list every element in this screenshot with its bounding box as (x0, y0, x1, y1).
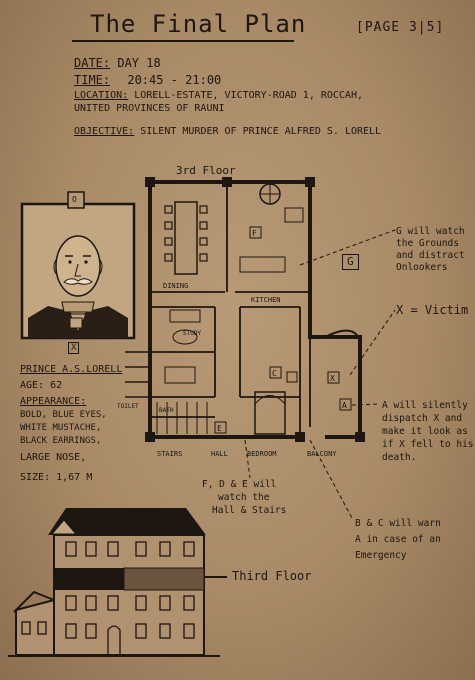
portrait-frame (20, 191, 136, 340)
date-value: DAY 18 (117, 56, 161, 70)
bc-note-2: A in case of an (355, 534, 441, 545)
date-label: DATE: (74, 56, 111, 70)
location-line-2: UNITED PROVINCES OF RAUNI (74, 103, 225, 114)
room-balcony: BALCONY (307, 450, 337, 458)
location-line-1: LORELL-ESTATE, VICTORY-ROAD 1, ROCCAH, (134, 90, 363, 101)
portrait-top-marker: O (72, 195, 77, 204)
g-note: G will watch the Grounds and distract On… (396, 226, 465, 273)
room-study: STUDY (183, 330, 201, 337)
a-note-2: dispatch X and (382, 413, 463, 424)
page-indicator: [PAGE 3|5] (356, 20, 445, 35)
fde-note-3: Hall & Stairs (212, 505, 287, 516)
time-field: TIME: 20:45 - 21:00 (74, 73, 221, 87)
a-note-1: A will silently (382, 400, 468, 411)
room-toilet: TOILET (117, 403, 139, 410)
room-bath: BATH (159, 407, 174, 414)
marker-a: A (342, 401, 347, 410)
location-label: LOCATION: (74, 90, 129, 101)
victim-note: X = Victim (396, 303, 469, 317)
prince-age: AGE: 62 (20, 380, 63, 391)
a-note-3: make it look as (382, 426, 468, 437)
location-field: LOCATION: LORELL-ESTATE, VICTORY-ROAD 1,… (74, 90, 363, 101)
appearance-label: APPEARANCE: (20, 396, 87, 407)
objective-field: OBJECTIVE: SILENT MURDER OF PRINCE ALFRE… (74, 126, 381, 137)
room-kitchen: KITCHEN (251, 296, 281, 304)
g-grounds-marker: G (342, 254, 359, 270)
a-note-4: if X fell to his (382, 439, 474, 450)
date-field: DATE: DAY 18 (74, 56, 161, 70)
title-underline (72, 40, 294, 42)
marker-x: X (330, 374, 335, 383)
appearance-line-2: WHITE MUSTACHE, (20, 423, 102, 433)
prince-badge: X (68, 342, 80, 354)
prince-size: SIZE: 1,67 m (20, 472, 93, 483)
marker-c: C (272, 369, 277, 378)
time-label: TIME: (74, 73, 111, 87)
third-floor-label: Third Floor (232, 569, 312, 583)
room-stairs: STAIRS (157, 450, 182, 458)
appearance-line-4: LARGE NOSE, (20, 452, 87, 463)
time-value: 20:45 - 21:00 (127, 73, 222, 87)
appearance-line-1: BOLD, BLUE EYES, (20, 410, 107, 420)
bc-note-1: B & C will warn (355, 518, 441, 529)
appearance-line-3: BLACK EARRINGS, (20, 436, 102, 446)
floor-plan: DINING KITCHEN STUDY BATH TOILET STAIRS … (117, 177, 365, 458)
marker-e: E (217, 424, 222, 433)
third-floor-pointer (205, 576, 227, 578)
bc-note-3: Emergency (355, 550, 407, 561)
room-dining: DINING (163, 282, 188, 290)
fde-note-1: F, D & E will (202, 479, 277, 490)
prince-name: PRINCE A.S.LORELL (20, 364, 123, 375)
room-bedroom: BEDROOM (247, 450, 277, 458)
page-title: The Final Plan (90, 10, 307, 38)
fde-note-2: watch the (218, 492, 270, 503)
floor-label: 3rd Floor (176, 164, 236, 177)
building-sketch (8, 508, 220, 657)
a-note-5: death. (382, 452, 417, 463)
objective-value: SILENT MURDER OF PRINCE ALFRED S. LORELL (140, 126, 382, 137)
room-hall: HALL (211, 450, 228, 458)
marker-f: F (252, 229, 257, 238)
objective-label: OBJECTIVE: (74, 126, 135, 137)
